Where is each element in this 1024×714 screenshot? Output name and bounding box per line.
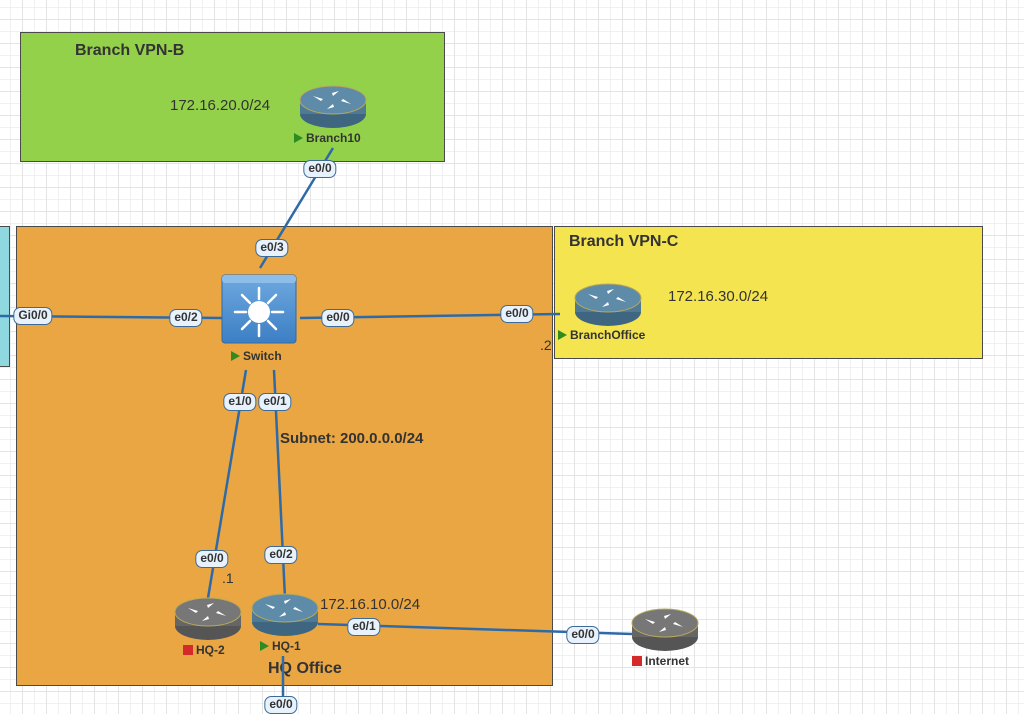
- zone-branch-vpn-b[interactable]: [20, 32, 445, 162]
- ip-note-branchoffice: .2: [540, 337, 552, 353]
- router-branch10[interactable]: [299, 84, 367, 135]
- switch-icon: [221, 274, 297, 344]
- router-internet[interactable]: [631, 607, 699, 658]
- port-branchoffice-e0-0[interactable]: e0/0: [500, 305, 534, 323]
- router-hq2[interactable]: [174, 596, 242, 647]
- port-switch-e0-2[interactable]: e0/2: [169, 309, 203, 327]
- router-icon: [574, 283, 642, 326]
- router-hq1[interactable]: [251, 592, 319, 643]
- router-label-branch10[interactable]: Branch10: [294, 131, 361, 145]
- port-switch-e0-0[interactable]: e0/0: [321, 309, 355, 327]
- status-running-icon: [231, 351, 240, 361]
- subnet-label-hq-lan: Subnet: 200.0.0.0/24: [280, 430, 424, 447]
- router-icon: [174, 597, 242, 640]
- port-switch-e0-1[interactable]: e0/1: [258, 393, 292, 411]
- status-stopped-icon: [632, 656, 642, 666]
- router-label-branchoffice[interactable]: BranchOffice: [558, 328, 645, 342]
- router-label-hq1[interactable]: HQ-1: [260, 639, 301, 653]
- router-label-internet[interactable]: Internet: [632, 654, 689, 668]
- port-hq1-e0-1[interactable]: e0/1: [347, 618, 381, 636]
- switch-label[interactable]: Switch: [231, 349, 282, 363]
- router-branchoffice[interactable]: [574, 282, 642, 333]
- zone-title-hq-office: HQ Office: [268, 660, 342, 677]
- router-icon: [631, 608, 699, 651]
- port-internet-e0-0[interactable]: e0/0: [566, 626, 600, 644]
- port-switch-e1-0[interactable]: e1/0: [223, 393, 257, 411]
- subnet-label-hq: 172.16.10.0/24: [320, 596, 421, 613]
- zone-title-branch-vpn-b: Branch VPN-B: [75, 42, 185, 59]
- status-running-icon: [558, 330, 567, 340]
- zone-left-partial[interactable]: [0, 226, 10, 367]
- port-branch10-e0-0[interactable]: e0/0: [303, 160, 337, 178]
- zone-title-branch-vpn-c: Branch VPN-C: [569, 233, 679, 250]
- router-icon: [299, 85, 367, 128]
- status-running-icon: [260, 641, 269, 651]
- subnet-label-vpn-c: 172.16.30.0/24: [668, 288, 769, 305]
- port-switch-e0-3[interactable]: e0/3: [255, 239, 289, 257]
- switch-node[interactable]: [221, 274, 297, 344]
- subnet-label-vpn-b: 172.16.20.0/24: [170, 97, 271, 114]
- ip-note-hq2: .1: [222, 570, 234, 586]
- router-label-hq2[interactable]: HQ-2: [183, 643, 225, 657]
- status-stopped-icon: [183, 645, 193, 655]
- port-hq1-e0-2[interactable]: e0/2: [264, 546, 298, 564]
- port-hq2-e0-0[interactable]: e0/0: [195, 550, 229, 568]
- router-icon: [251, 593, 319, 636]
- status-running-icon: [294, 133, 303, 143]
- port-hq1-bottom-e0-0[interactable]: e0/0: [264, 696, 298, 714]
- port-left-gi0-0[interactable]: Gi0/0: [13, 307, 53, 325]
